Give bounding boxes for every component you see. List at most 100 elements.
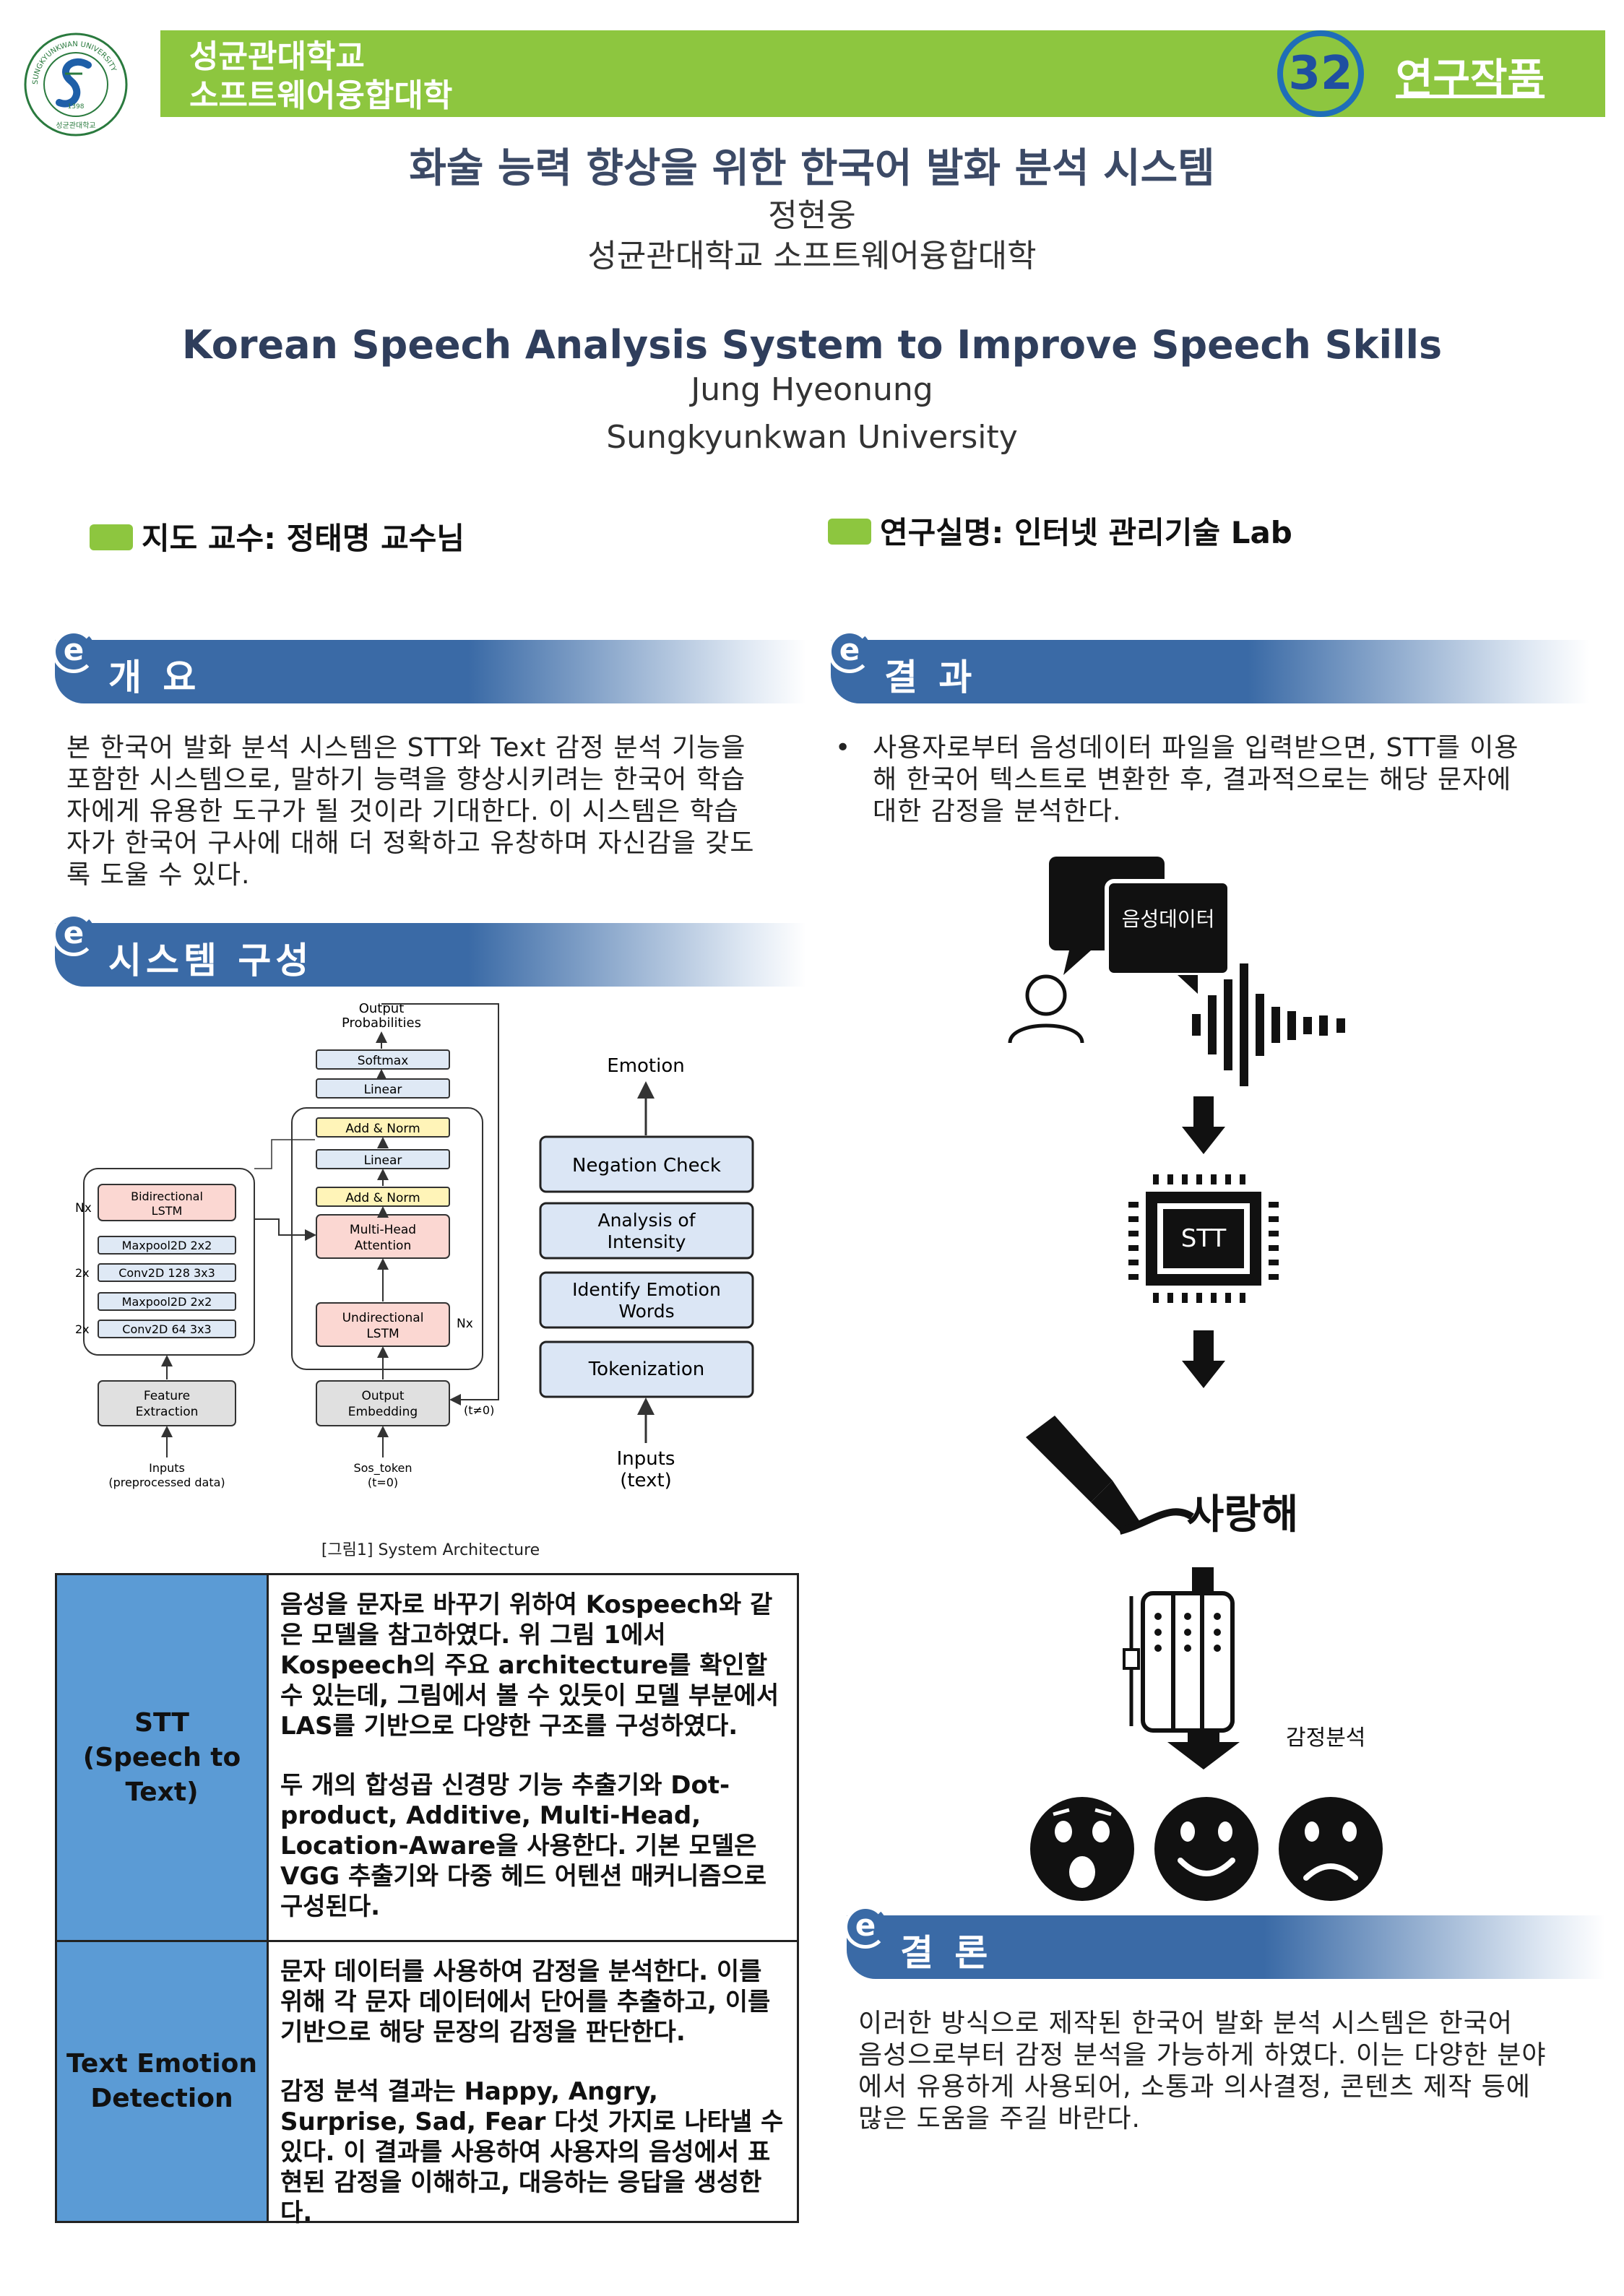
diag-linear-mid: Linear <box>364 1153 402 1168</box>
server-rack-icon <box>1123 1567 1240 1769</box>
handwritten-text: 사랑해 <box>1187 1491 1299 1538</box>
diag-maxpool-b: Maxpool2D 2x2 <box>122 1295 212 1309</box>
logo-korean-text: 성균관대학교 <box>56 121 95 130</box>
speech-bubble-icon: 음성데이터 <box>1049 857 1232 994</box>
diag-2x-b: 2x <box>75 1322 90 1336</box>
section-system-header: e 시스템 구성 <box>52 913 806 987</box>
result-text: 사용자로부터 음성데이터 파일을 입력받으면, STT를 이용 해 한국어 텍스… <box>873 732 1588 828</box>
diag-analysis-2: Intensity <box>608 1231 686 1252</box>
title-english: Korean Speech Analysis System to Improve… <box>181 322 1443 368</box>
diag-outemb-2: Embedding <box>348 1405 418 1419</box>
diag-output-prob-2: Probabilities <box>342 1015 421 1031</box>
stt-label-line: STT <box>134 1707 189 1738</box>
result-line: 사용자로부터 음성데이터 파일을 입력받으면, STT를 이용 <box>873 733 1519 763</box>
conclusion-line: 에서 유용하게 사용되어, 소통과 의사결정, 콘텐츠 제작 등에 <box>858 2072 1531 2102</box>
lab-line: 연구실명: 인터넷 관리기술 Lab <box>880 515 1292 550</box>
advisor-marker <box>90 524 133 550</box>
affiliation-english: Sungkyunkwan University <box>606 419 1018 456</box>
diag-conv-b: Conv2D 64 3x3 <box>122 1322 211 1336</box>
section-overview-title: 개 요 <box>108 657 201 698</box>
diag-addnorm-2: Add & Norm <box>345 1191 420 1205</box>
happy-face-icon <box>1154 1797 1258 1901</box>
stt-para: 음성을 문자로 바꾸기 위하여 Kospeech와 같은 모델을 참고하였다. … <box>280 1590 779 1741</box>
diag-sos-2: (t=0) <box>368 1476 398 1489</box>
diag-conv-a: Conv2D 128 3x3 <box>118 1266 215 1280</box>
diag-nx-left: Nx <box>75 1201 92 1216</box>
diag-feature-1: Feature <box>144 1389 190 1403</box>
stt-chip-label: STT <box>1181 1224 1227 1253</box>
university-logo: 1398 SUNGKYUNKWAN UNIVERSITY 성균관대학교 <box>24 33 128 137</box>
diag-inputs-pre-1: Inputs <box>149 1461 185 1475</box>
title-korean: 화술 능력 향상을 위한 한국어 발화 분석 시스템 <box>409 145 1215 192</box>
diag-undir-1: Undirectional <box>342 1311 424 1325</box>
overview-line: 본 한국어 발화 분석 시스템은 STT와 Text 감정 분석 기능을 <box>66 733 746 763</box>
section-e-icon: e <box>828 630 871 673</box>
author-english: Jung Hyeonung <box>691 371 933 408</box>
section-e-icon: e <box>52 630 95 673</box>
diag-tokenization: Tokenization <box>588 1359 705 1380</box>
university-name: 성균관대학교 <box>189 38 365 75</box>
diag-sos-1: Sos_token <box>353 1461 412 1476</box>
table-row-label-stt: STT (Speech to Text) <box>57 1575 267 1942</box>
down-arrow-icon <box>1182 1096 1225 1154</box>
diag-multihead-1: Multi-Head <box>350 1223 416 1237</box>
architecture-diagram: Output Probabilities Softmax Linear Add … <box>75 1001 754 1491</box>
section-result-header: e 결 과 <box>828 630 1589 703</box>
down-arrow-icon <box>1182 1330 1225 1388</box>
emotion-label-line: Text Emotion <box>66 2049 257 2079</box>
stt-label-line: (Speech to Text) <box>82 1742 241 1807</box>
section-conclusion-header: e 결 론 <box>844 1905 1605 1979</box>
diag-linear-top: Linear <box>364 1083 402 1097</box>
result-line: 해 한국어 텍스트로 변환한 후, 결과적으로는 해당 문자에 <box>873 765 1512 794</box>
diag-inputs-text-2: (text) <box>620 1470 672 1491</box>
overview-line: 자에게 유용한 도구가 될 것이라 기대한다. 이 시스템은 학습 <box>66 797 739 826</box>
method-table: STT (Speech to Text) 음성을 문자로 바꾸기 위하여 Kosp… <box>55 1573 799 2227</box>
diag-output-prob-1: Output <box>359 1001 405 1016</box>
diag-negation: Negation Check <box>572 1155 721 1177</box>
section-e-icon: e <box>52 913 95 956</box>
stt-para: 두 개의 합성곱 신경망 기능 추출기와 Dot-product, Additi… <box>280 1771 767 1921</box>
diag-maxpool-a: Maxpool2D 2x2 <box>122 1239 212 1252</box>
diag-outemb-1: Output <box>361 1389 404 1403</box>
advisor-line: 지도 교수: 정태명 교수님 <box>142 521 465 556</box>
diag-bidir-1: Bidirectional <box>131 1190 203 1203</box>
diag-softmax: Softmax <box>358 1054 409 1068</box>
section-conclusion-title: 결 론 <box>900 1932 993 1974</box>
diag-addnorm-1: Add & Norm <box>345 1122 420 1136</box>
section-result-title: 결 과 <box>884 657 977 698</box>
conclusion-line: 이러한 방식으로 제작된 한국어 발화 분석 시스템은 한국어 <box>858 2009 1513 2038</box>
diag-undir-2: LSTM <box>366 1327 399 1341</box>
sound-wave-icon <box>1192 963 1345 1086</box>
fountain-pen-icon <box>1026 1416 1194 1535</box>
diag-2x-a: 2x <box>75 1266 90 1280</box>
conclusion-text: 이러한 방식으로 제작된 한국어 발화 분석 시스템은 한국어 음성으로부터 감… <box>858 2008 1610 2135</box>
sad-face-icon <box>1279 1797 1383 1901</box>
college-name: 소프트웨어융합대학 <box>189 77 453 114</box>
poster-kind-label: 연구작품 <box>1396 56 1545 103</box>
result-bullet: • <box>835 733 852 763</box>
diag-identify-1: Identify Emotion <box>572 1279 721 1300</box>
figure-caption: [그림1] System Architecture <box>321 1541 540 1559</box>
header-band: 성균관대학교 소프트웨어융합대학 32 연구작품 <box>160 30 1605 117</box>
stt-chip-icon: STT <box>1128 1174 1279 1303</box>
table-row-content-emotion: 문자 데이터를 사용하여 감정을 분석한다. 이를 위해 각 문자 데이터에서 … <box>267 1942 797 2227</box>
emotion-label-line: Detection <box>90 2084 233 2113</box>
section-overview-header: e 개 요 <box>52 630 806 703</box>
diag-feature-2: Extraction <box>136 1405 199 1419</box>
pipeline-illustration: 음성데이터 STT 사랑해 <box>1008 857 1383 1901</box>
lab-marker <box>828 519 871 545</box>
diag-identify-2: Words <box>618 1301 674 1322</box>
diag-t-neq: (t≠0) <box>464 1403 494 1417</box>
result-line: 대한 감정을 분석한다. <box>873 797 1122 826</box>
section-e-icon: e <box>844 1905 887 1949</box>
logo-year: 1398 <box>68 103 85 111</box>
diag-inputs-text-1: Inputs <box>617 1448 675 1470</box>
person-icon <box>1008 974 1084 1044</box>
affiliation-korean: 성균관대학교 소프트웨어융합대학 <box>587 238 1037 274</box>
diag-multihead-2: Attention <box>355 1239 411 1253</box>
diag-nx-right: Nx <box>457 1317 473 1331</box>
section-system-title: 시스템 구성 <box>108 940 314 982</box>
conclusion-line: 많은 도움을 주길 바란다. <box>858 2104 1141 2133</box>
overview-line: 록 도울 수 있다. <box>66 860 251 890</box>
